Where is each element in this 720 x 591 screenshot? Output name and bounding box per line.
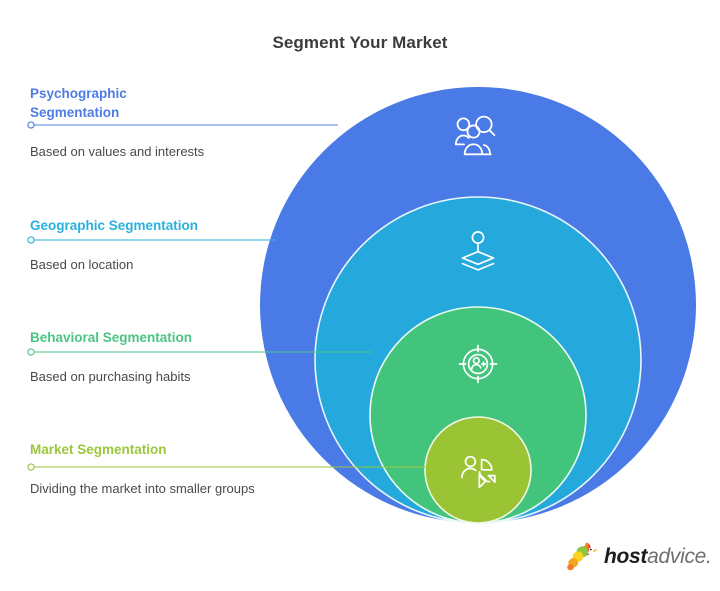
segment-heading-line2: Segmentation [30,105,120,120]
segment-description: Based on values and interests [30,144,205,159]
location-layers-icon [461,231,495,271]
segment-heading-line1: Psychographic [30,86,127,101]
segment-heading: Market Segmentation [30,442,167,457]
segment-heading: Behavioral Segmentation [30,330,193,345]
people-search-icon [454,115,496,156]
logo-text-host: host [604,544,648,568]
segment-label-psychographic[interactable]: Psychographic Segmentation Based on valu… [30,84,330,161]
segment-description: Based on purchasing habits [30,369,191,384]
hostadvice-logo[interactable]: hostadvice. [566,539,712,573]
segment-label-market[interactable]: Market Segmentation Dividing the market … [30,440,330,498]
parrot-mascot-icon [567,542,598,571]
segment-heading: Psychographic Segmentation [30,84,330,122]
segment-description: Based on location [30,257,134,272]
page-title: Segment Your Market [272,33,448,52]
market-share-icon [461,455,496,489]
segment-description: Dividing the market into smaller groups [30,481,255,496]
segment-label-behavioral[interactable]: Behavioral Segmentation Based on purchas… [30,328,330,386]
logo-wordmark: hostadvice. [604,546,712,567]
circle-market[interactable] [424,416,532,524]
segment-heading: Geographic Segmentation [30,218,199,233]
target-audience-icon [458,344,498,384]
logo-text-advice: advice. [647,544,712,568]
segment-label-geographic[interactable]: Geographic Segmentation Based on locatio… [30,216,330,274]
